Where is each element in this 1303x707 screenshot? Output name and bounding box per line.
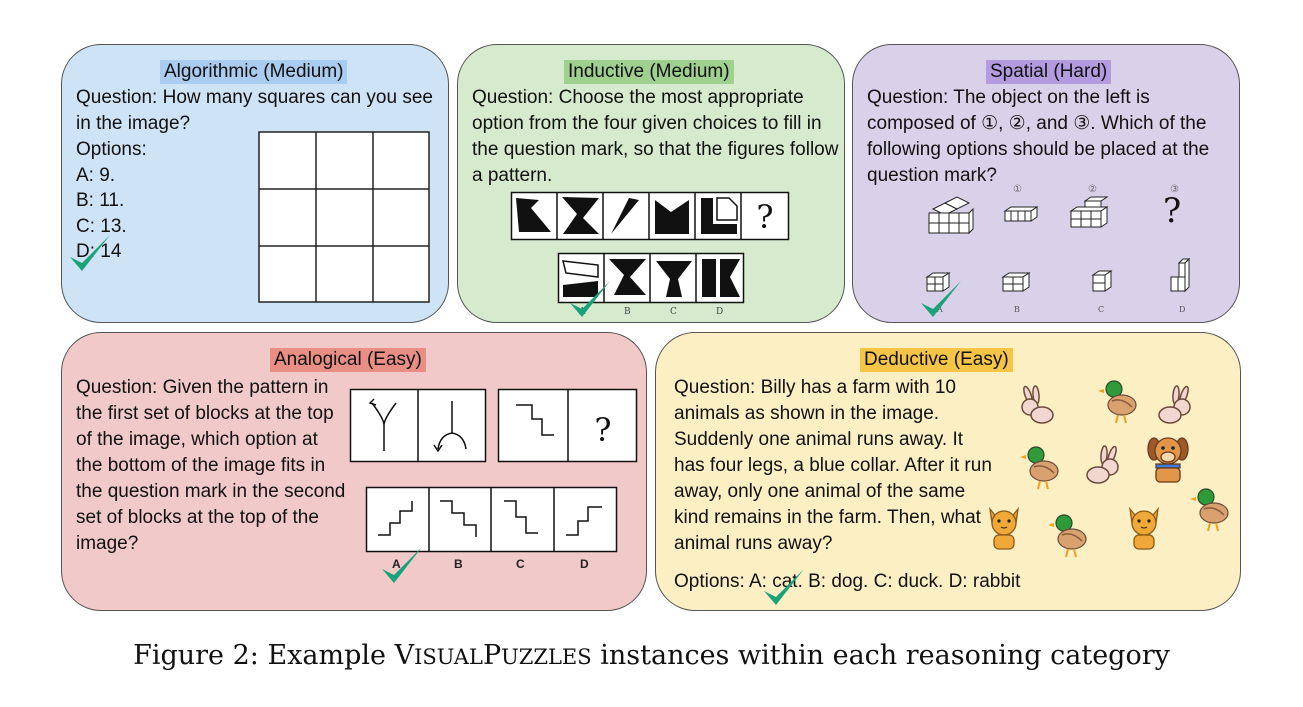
question-label: Question bbox=[76, 377, 153, 398]
grid-figure bbox=[258, 131, 430, 303]
question-text: : Billy has a farm with 10 animals as sh… bbox=[674, 377, 992, 554]
check-icon bbox=[764, 569, 804, 605]
option-c-cube bbox=[1091, 270, 1113, 292]
check-icon bbox=[570, 281, 610, 317]
letter-c: C bbox=[516, 557, 525, 571]
card-analogical: Analogical (Easy) Question: Given the pa… bbox=[61, 332, 647, 611]
card-title: Algorithmic (Medium) bbox=[160, 60, 348, 84]
analogy-blocks: ? bbox=[349, 388, 638, 463]
question-label: Question bbox=[76, 87, 153, 108]
question: Question: Billy has a farm with 10 anima… bbox=[674, 375, 994, 557]
check-icon bbox=[70, 235, 110, 271]
duck-icon bbox=[1098, 380, 1137, 424]
check-icon bbox=[382, 547, 422, 583]
question-label: Question bbox=[472, 87, 549, 108]
options-line: Options: A: cat. B: dog. C: duck. D: rab… bbox=[674, 569, 1234, 595]
caption-suffix: instances within each reasoning category bbox=[591, 640, 1170, 671]
card-inductive: Inductive (Medium) Question: Choose the … bbox=[457, 44, 845, 323]
card-deductive: Deductive (Easy) Question: Billy has a f… bbox=[655, 332, 1241, 611]
figure-caption: Figure 2: Example VISUALPUZZLES instance… bbox=[0, 640, 1303, 671]
question-mark: ? bbox=[756, 198, 773, 236]
question: Question: How many squares can you see i… bbox=[76, 85, 446, 137]
question-mark: ? bbox=[1163, 191, 1182, 231]
option-a: A: 9. bbox=[76, 164, 116, 186]
caption-name-v: V bbox=[394, 640, 415, 671]
rabbit-icon bbox=[1021, 385, 1054, 424]
option-b: B: 11. bbox=[76, 190, 125, 211]
question: Question: Given the pattern in the first… bbox=[76, 375, 346, 557]
letter-d: D bbox=[716, 307, 724, 317]
part-2-icon bbox=[1069, 196, 1109, 228]
letter-a: A bbox=[937, 305, 943, 314]
option-b-cube bbox=[1001, 272, 1031, 292]
question-text: : Given the pattern in the first set of … bbox=[76, 377, 346, 554]
option-d: D: 14 bbox=[76, 241, 122, 262]
duck-icon bbox=[1048, 514, 1087, 558]
question-label: Question bbox=[674, 377, 751, 398]
rabbit-icon bbox=[1158, 385, 1191, 424]
letter-c: C bbox=[670, 307, 677, 317]
question: Question: Choose the most appropriate op… bbox=[472, 85, 844, 189]
card-title: Analogical (Easy) bbox=[270, 348, 426, 372]
part-label-2: ② bbox=[1088, 184, 1097, 195]
question-mark: ? bbox=[594, 411, 611, 449]
card-title: Deductive (Easy) bbox=[860, 348, 1013, 372]
option-figures bbox=[557, 252, 745, 304]
question-text: : The object on the left is composed of … bbox=[867, 87, 1210, 186]
analogy-options bbox=[365, 486, 618, 553]
rabbit-icon bbox=[1086, 445, 1119, 484]
cat-icon bbox=[989, 506, 1019, 550]
letter-a: A bbox=[392, 557, 401, 571]
question-text: : Choose the most appropriate option fro… bbox=[472, 87, 839, 186]
option-a-cube bbox=[925, 272, 951, 292]
question: Question: The object on the left is comp… bbox=[867, 85, 1237, 189]
letter-c: C bbox=[1098, 305, 1105, 314]
caption-name-isual: ISUAL bbox=[414, 645, 483, 669]
card-algorithmic: Algorithmic (Medium) Question: How many … bbox=[61, 44, 449, 323]
caption-name-p: P bbox=[482, 640, 502, 671]
options-block: Options: A: 9. B: 11. C: 13. D: 14 bbox=[76, 137, 256, 265]
cat-icon bbox=[1129, 506, 1159, 550]
card-title: Inductive (Medium) bbox=[564, 60, 734, 84]
question-label: Question bbox=[867, 87, 944, 108]
caption-name-uzzles: UZZLES bbox=[501, 645, 592, 669]
caption-prefix: Figure 2: Example bbox=[133, 640, 395, 671]
duck-icon bbox=[1190, 488, 1229, 532]
options-text: : A: cat. B: dog. C: duck. D: rabbit bbox=[739, 571, 1021, 592]
letter-b: B bbox=[624, 307, 631, 317]
options-label: Options bbox=[674, 571, 740, 592]
option-d-cube bbox=[1170, 257, 1191, 293]
letter-d: D bbox=[1179, 305, 1186, 314]
cube-assembly bbox=[928, 196, 974, 235]
check-icon bbox=[921, 281, 961, 317]
dog-icon bbox=[1147, 437, 1189, 483]
options-label: Options: bbox=[76, 139, 147, 160]
card-title: Spatial (Hard) bbox=[986, 60, 1112, 84]
letter-b: B bbox=[454, 557, 463, 571]
part-label-3: ③ bbox=[1170, 184, 1179, 195]
part-1-icon bbox=[1003, 206, 1039, 222]
card-spatial: Spatial (Hard) Question: The object on t… bbox=[852, 44, 1240, 323]
letter-b: B bbox=[1014, 305, 1020, 314]
option-c: C: 13. bbox=[76, 215, 127, 237]
pattern-sequence: ? bbox=[510, 191, 790, 241]
question-text: : How many squares can you see in the im… bbox=[76, 87, 433, 134]
part-label-1: ① bbox=[1013, 184, 1022, 195]
duck-icon bbox=[1020, 446, 1059, 490]
letter-d: D bbox=[580, 557, 589, 571]
